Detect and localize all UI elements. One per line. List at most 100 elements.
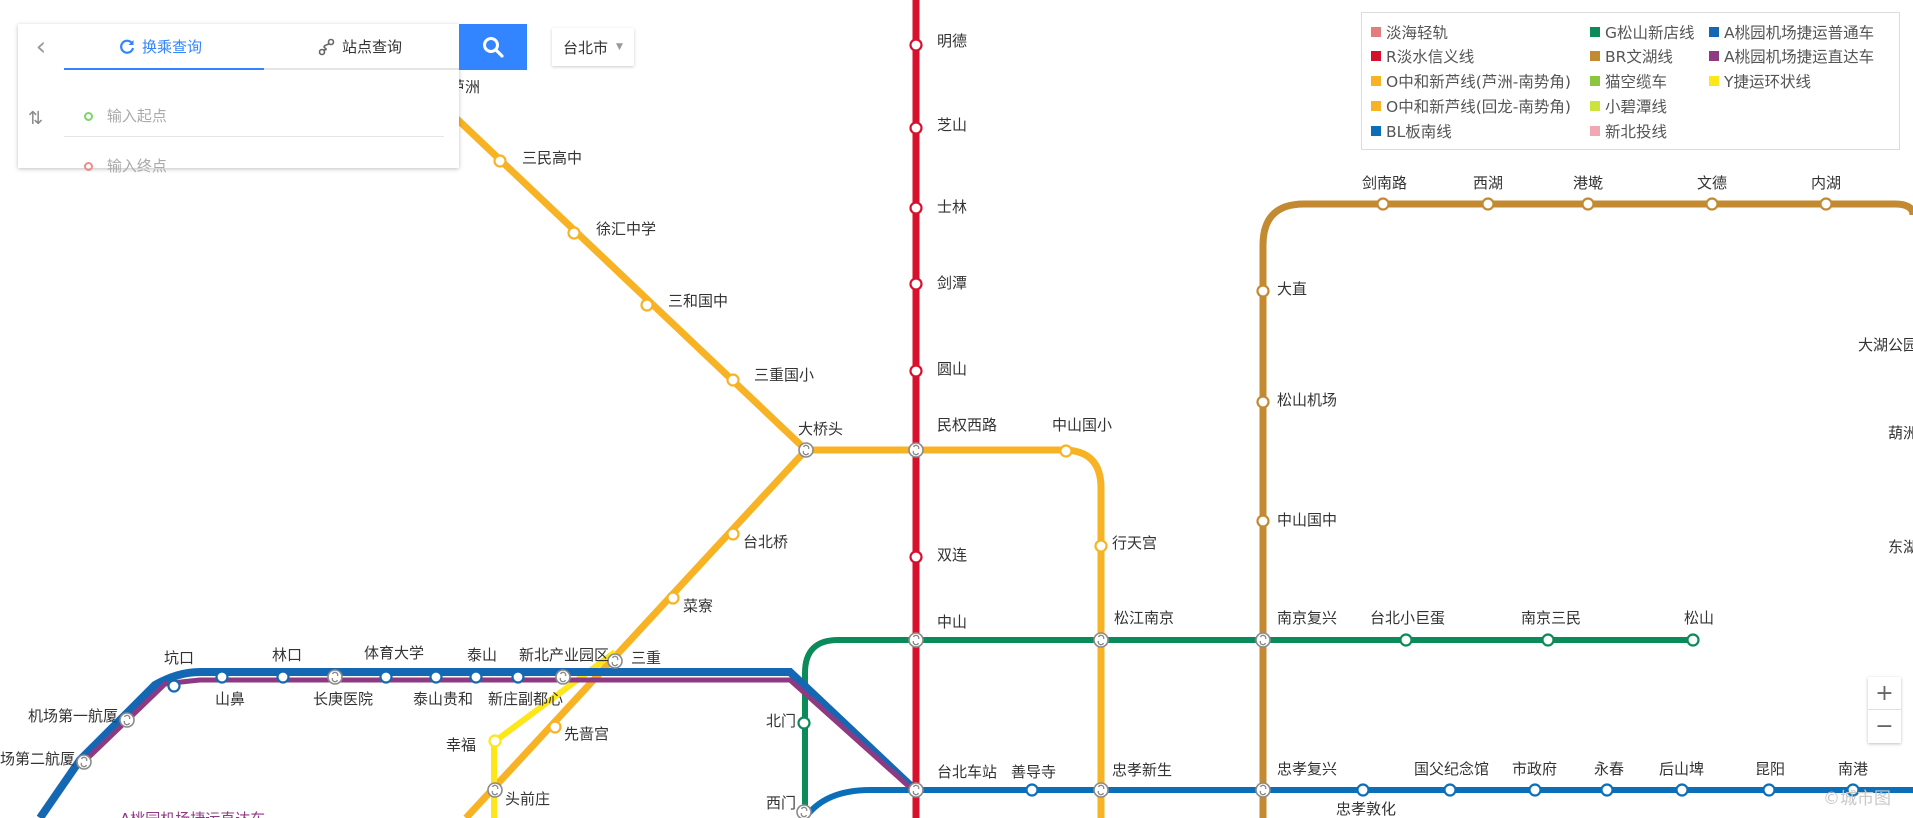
legend-item[interactable]: Y捷运环状线 bbox=[1709, 70, 1811, 92]
station-dot[interactable] bbox=[167, 679, 181, 693]
transfer-station-icon[interactable] bbox=[908, 632, 924, 648]
station-dot[interactable] bbox=[1675, 783, 1689, 797]
station-dot[interactable] bbox=[511, 670, 525, 684]
station-dot[interactable] bbox=[1443, 783, 1457, 797]
legend-label: R淡水信义线 bbox=[1386, 48, 1475, 66]
transfer-station-icon[interactable] bbox=[1255, 632, 1271, 648]
zoom-out-button[interactable]: − bbox=[1875, 714, 1894, 739]
station-dot[interactable] bbox=[797, 716, 811, 730]
station-dot[interactable] bbox=[1376, 197, 1390, 211]
station-dot[interactable] bbox=[1256, 514, 1270, 528]
station-dot[interactable] bbox=[429, 670, 443, 684]
station-dot[interactable] bbox=[276, 670, 290, 684]
legend-item[interactable]: 小碧潭线 bbox=[1590, 95, 1667, 117]
station-dot[interactable] bbox=[1762, 783, 1776, 797]
transfer-station-icon[interactable] bbox=[908, 782, 924, 798]
transfer-station-icon[interactable] bbox=[796, 804, 812, 818]
line-a-airport-commuter[interactable] bbox=[36, 668, 918, 818]
station-dot[interactable] bbox=[488, 734, 502, 748]
transfer-station-icon[interactable] bbox=[555, 669, 571, 685]
station-dot[interactable] bbox=[1025, 783, 1039, 797]
station-dot[interactable] bbox=[1846, 783, 1860, 797]
station-dot[interactable] bbox=[909, 364, 923, 378]
station-dot[interactable] bbox=[1819, 197, 1833, 211]
chevron-left-icon: ‹ bbox=[35, 32, 47, 62]
station-dot[interactable] bbox=[1705, 197, 1719, 211]
transfer-station-icon[interactable] bbox=[798, 442, 814, 458]
station-dot[interactable] bbox=[1356, 783, 1370, 797]
station-dot[interactable] bbox=[1600, 783, 1614, 797]
legend-label: 淡海轻轨 bbox=[1386, 24, 1449, 42]
refresh-icon bbox=[120, 39, 135, 54]
transfer-station-icon[interactable] bbox=[908, 442, 924, 458]
transfer-station-icon[interactable] bbox=[119, 712, 135, 728]
station-dot[interactable] bbox=[1541, 633, 1555, 647]
legend-item[interactable]: A桃园机场捷运直达车 bbox=[1709, 45, 1874, 67]
station-dot[interactable] bbox=[909, 550, 923, 564]
back-button[interactable]: ‹ bbox=[18, 24, 64, 70]
station-dot[interactable] bbox=[1528, 783, 1542, 797]
legend-item[interactable]: O中和新芦线(芦洲-南势角) bbox=[1371, 70, 1571, 92]
transfer-glyph bbox=[912, 634, 920, 646]
station-dot[interactable] bbox=[909, 201, 923, 215]
station-dot[interactable] bbox=[1256, 284, 1270, 298]
zoom-in-button[interactable]: + bbox=[1868, 677, 1901, 710]
search-button[interactable] bbox=[459, 24, 527, 70]
station-label: 三民高中 bbox=[522, 149, 582, 167]
transfer-station-icon[interactable] bbox=[1255, 782, 1271, 798]
station-dot[interactable] bbox=[1094, 539, 1108, 553]
station-dot[interactable] bbox=[666, 591, 680, 605]
line-a-airport-express[interactable] bbox=[86, 677, 917, 794]
line-br-wenhu[interactable] bbox=[1259, 200, 1913, 818]
station-dot[interactable] bbox=[1256, 395, 1270, 409]
city-selector[interactable]: 台北市 ▼ bbox=[552, 28, 634, 66]
station-dot[interactable] bbox=[1399, 633, 1413, 647]
station-dot[interactable] bbox=[909, 277, 923, 291]
transfer-station-icon[interactable] bbox=[487, 782, 503, 798]
tab-transfer[interactable]: 换乘查询 bbox=[118, 36, 202, 57]
tab-active-indicator bbox=[64, 68, 264, 70]
legend-item[interactable]: O中和新芦线(回龙-南势角) bbox=[1371, 95, 1571, 117]
tab-station[interactable]: 站点查询 bbox=[318, 36, 402, 57]
station-dot[interactable] bbox=[1581, 197, 1595, 211]
station-dot[interactable] bbox=[726, 527, 740, 541]
transfer-station-icon[interactable] bbox=[1093, 782, 1109, 798]
station-label: 南港 bbox=[1838, 760, 1868, 778]
transfer-glyph bbox=[1097, 784, 1105, 796]
station-dot[interactable] bbox=[469, 670, 483, 684]
station-dot[interactable] bbox=[1686, 633, 1700, 647]
station-dot[interactable] bbox=[493, 154, 507, 168]
station-dot[interactable] bbox=[1481, 197, 1495, 211]
station-dot[interactable] bbox=[726, 373, 740, 387]
station-dot[interactable] bbox=[567, 226, 581, 240]
swap-icon[interactable]: ⇅ bbox=[28, 108, 44, 129]
station-dot[interactable] bbox=[909, 38, 923, 52]
legend-item[interactable]: BR文湖线 bbox=[1590, 45, 1673, 67]
line-o-xinzhuang-branch[interactable] bbox=[463, 447, 809, 818]
end-input[interactable] bbox=[104, 156, 444, 176]
transfer-glyph bbox=[611, 655, 619, 667]
station-dot[interactable] bbox=[640, 298, 654, 312]
legend-item[interactable]: G松山新店线 bbox=[1590, 21, 1695, 43]
transfer-station-icon[interactable] bbox=[327, 669, 343, 685]
station-dot[interactable] bbox=[379, 670, 393, 684]
legend-item[interactable]: BL板南线 bbox=[1371, 120, 1452, 142]
legend-item[interactable]: 猫空缆车 bbox=[1590, 70, 1667, 92]
station-dot[interactable] bbox=[909, 121, 923, 135]
legend-item[interactable]: R淡水信义线 bbox=[1371, 45, 1474, 67]
legend-item[interactable]: 淡海轻轨 bbox=[1371, 21, 1448, 43]
station-dot[interactable] bbox=[548, 720, 562, 734]
transfer-station-icon[interactable] bbox=[1093, 632, 1109, 648]
station-label: 三重国小 bbox=[754, 366, 814, 384]
transfer-station-icon[interactable] bbox=[76, 754, 92, 770]
station-label: 南京三民 bbox=[1521, 609, 1581, 627]
legend-item[interactable]: A桃园机场捷运普通车 bbox=[1709, 21, 1874, 43]
transfer-station-icon[interactable] bbox=[607, 653, 623, 669]
line-g-songshan-xindian[interactable] bbox=[802, 637, 1693, 818]
station-dot[interactable] bbox=[215, 670, 229, 684]
legend-item[interactable]: 新北投线 bbox=[1590, 120, 1667, 142]
start-input[interactable] bbox=[104, 106, 444, 126]
station-dot[interactable] bbox=[1059, 444, 1073, 458]
transfer-glyph bbox=[912, 784, 920, 796]
